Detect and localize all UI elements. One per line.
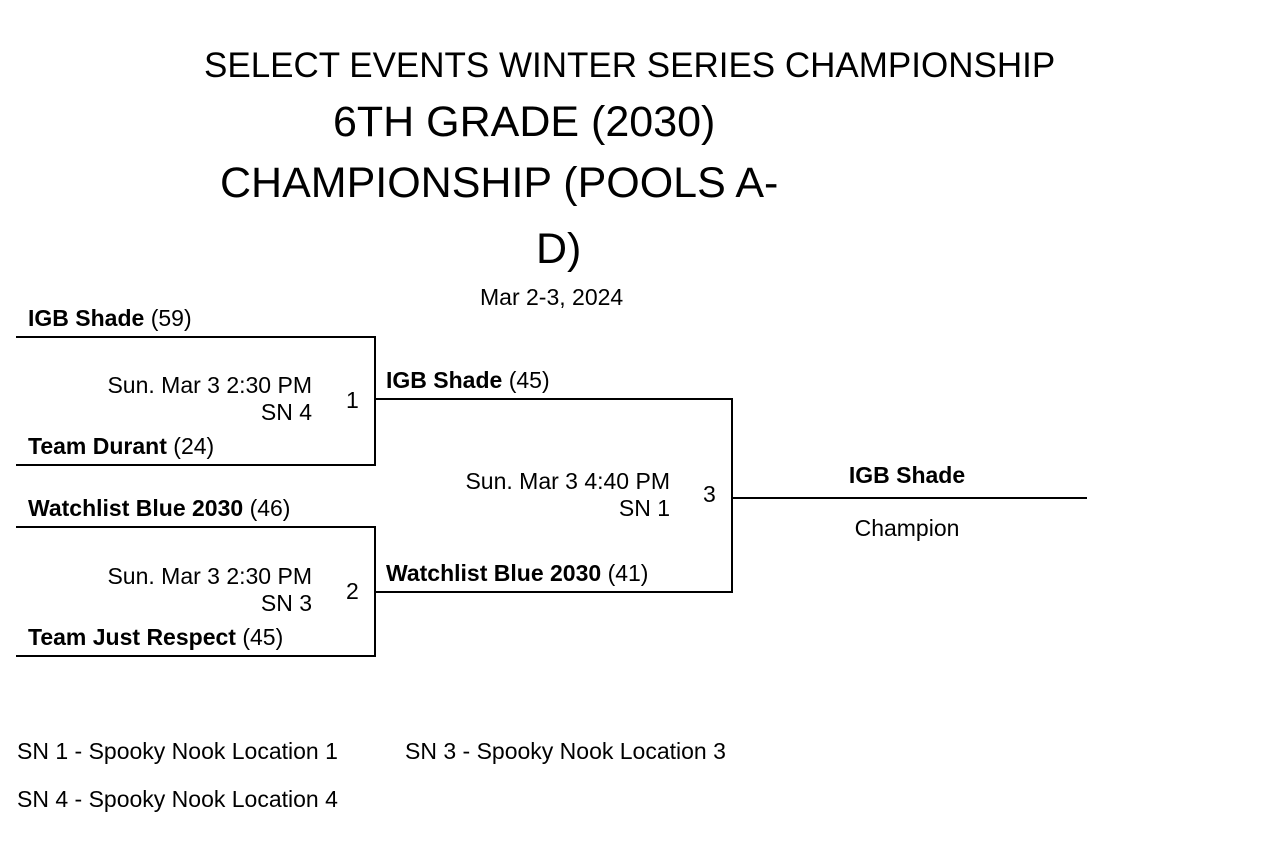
event-name: SELECT EVENTS WINTER SERIES CHAMPIONSHIP <box>204 46 1056 85</box>
game-1-connector <box>374 336 376 466</box>
game-3-connector <box>731 398 733 593</box>
team-name: Watchlist Blue 2030 <box>386 560 602 586</box>
legend-item-sn4: SN 4 - Spooky Nook Location 4 <box>17 786 338 812</box>
division-title-line-3: D) <box>536 225 582 273</box>
division-title-line-1: 6TH GRADE (2030) <box>333 98 716 146</box>
team-name: IGB Shade <box>386 367 503 393</box>
division-title-line-2: CHAMPIONSHIP (POOLS A- <box>220 159 779 207</box>
team-score: (24) <box>173 433 215 459</box>
game-3-top-line <box>374 398 733 400</box>
game-2-location: SN 3 <box>260 590 312 616</box>
team-score: (46) <box>249 495 291 521</box>
game-3-bottom-line <box>374 591 733 593</box>
event-date: Mar 2-3, 2024 <box>480 284 624 310</box>
legend-item-sn3: SN 3 - Spooky Nook Location 3 <box>405 738 726 764</box>
game-3-bottom-team[interactable]: Watchlist Blue 2030 (41) <box>386 559 648 587</box>
game-2-bottom-team[interactable]: Team Just Respect (45) <box>28 623 283 651</box>
team-score: (45) <box>242 624 284 650</box>
champion-line <box>731 497 1087 499</box>
team-name: Watchlist Blue 2030 <box>28 495 244 521</box>
game-2-top-team[interactable]: Watchlist Blue 2030 (46) <box>28 494 290 522</box>
game-3-location: SN 1 <box>618 495 670 521</box>
legend-item-sn1: SN 1 - Spooky Nook Location 1 <box>17 738 338 764</box>
game-1-bottom-team[interactable]: Team Durant (24) <box>28 432 214 460</box>
game-1-location: SN 4 <box>260 399 312 425</box>
team-score: (59) <box>150 305 192 331</box>
game-2-time: Sun. Mar 3 2:30 PM <box>107 563 312 589</box>
game-1-bottom-line <box>16 464 376 466</box>
team-name: Team Durant <box>28 433 167 459</box>
game-1-time: Sun. Mar 3 2:30 PM <box>107 372 312 398</box>
game-3-time: Sun. Mar 3 4:40 PM <box>465 468 670 494</box>
team-score: (41) <box>607 560 649 586</box>
team-name: Team Just Respect <box>28 624 236 650</box>
game-2-number: 2 <box>346 578 359 604</box>
game-1-top-line <box>16 336 376 338</box>
team-score: (45) <box>508 367 550 393</box>
champion-team[interactable]: IGB Shade <box>848 462 966 488</box>
game-2-top-line <box>16 526 376 528</box>
game-3-top-team[interactable]: IGB Shade (45) <box>386 366 550 394</box>
game-1-number: 1 <box>346 387 359 413</box>
game-2-bottom-line <box>16 655 376 657</box>
team-name: IGB Shade <box>28 305 145 331</box>
game-1-top-team[interactable]: IGB Shade (59) <box>28 304 192 332</box>
game-3-number: 3 <box>703 481 716 507</box>
champion-label: Champion <box>854 515 960 541</box>
